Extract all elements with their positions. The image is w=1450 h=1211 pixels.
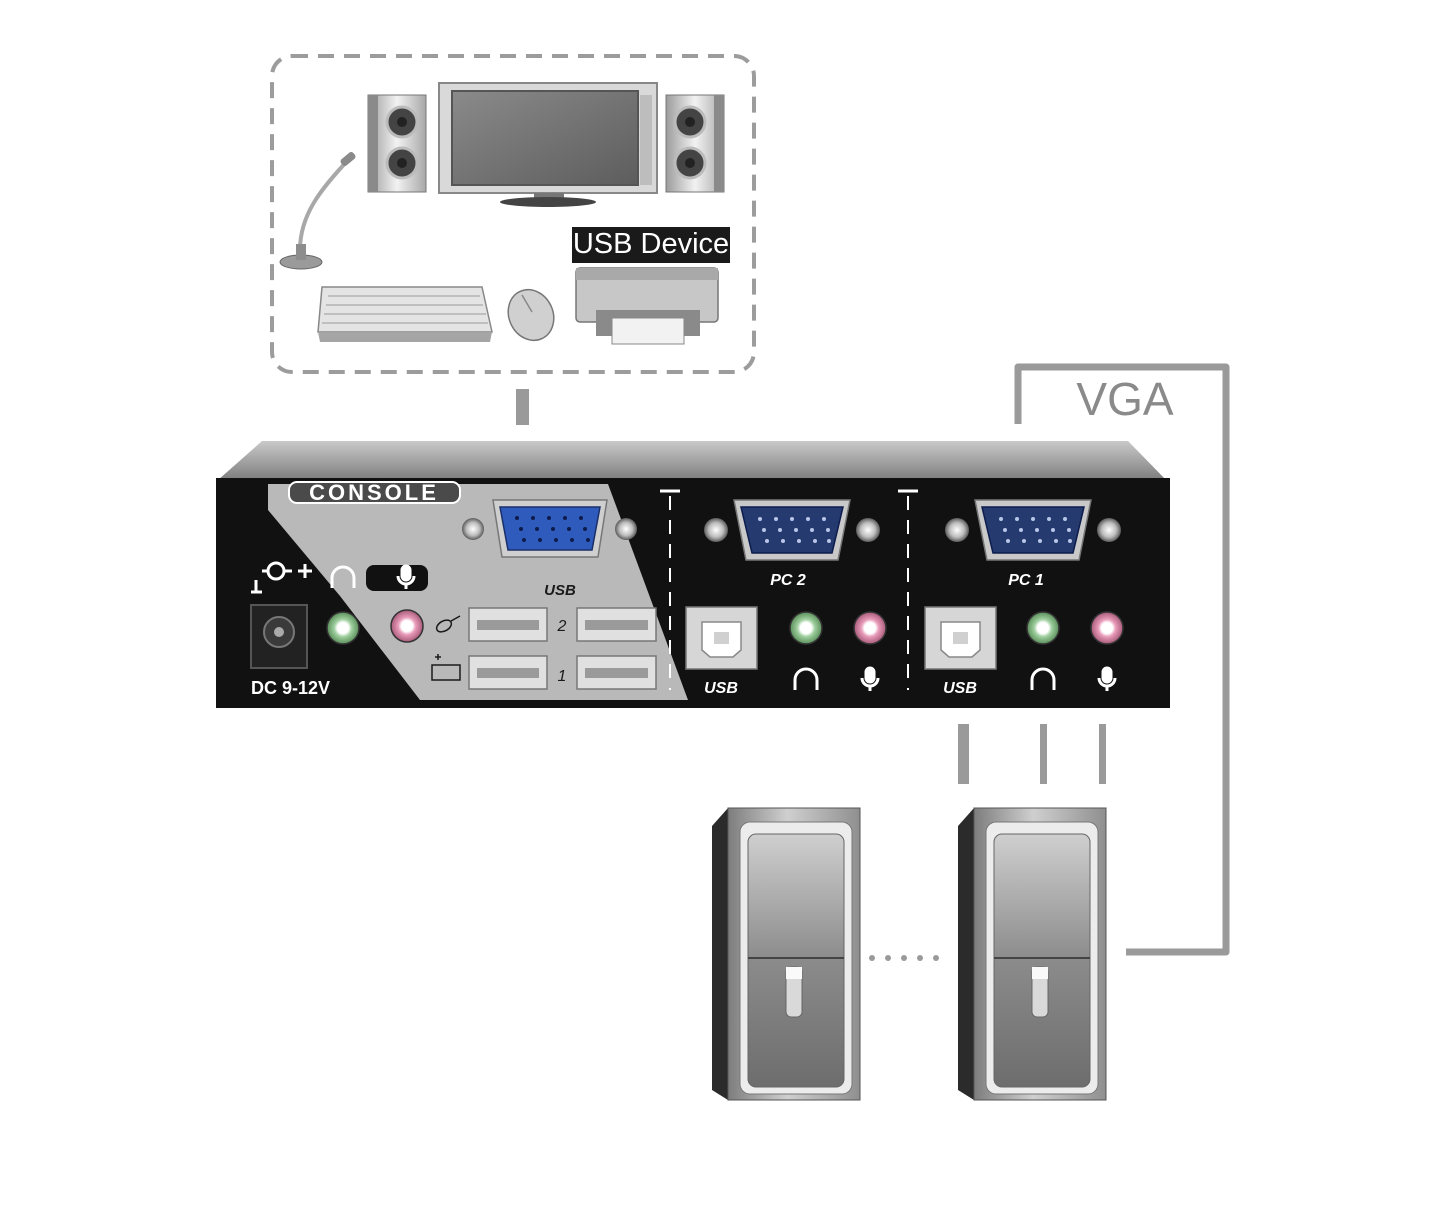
keyboard-port-icon [431, 654, 461, 681]
console-mic-port [390, 609, 424, 643]
pc1-headphone-port [1026, 611, 1060, 645]
pc2-usb-b-port [685, 606, 758, 670]
pc1-vga-port [945, 499, 1121, 561]
console-vga-port [462, 499, 637, 558]
pc2-vga-port [704, 499, 880, 561]
console-badge [288, 481, 461, 504]
pc2-headphone-port [789, 611, 823, 645]
usb-device-label: USB Device [573, 228, 729, 260]
vga-cable [1014, 363, 1230, 956]
console-usb-port-2b [576, 607, 657, 642]
console-usb-label: USB [544, 582, 576, 599]
console-headphone-port [326, 611, 360, 645]
dc-power-label: DC 9-12V [251, 678, 330, 698]
pc2-usb-label: USB [704, 680, 738, 697]
pc2-label: PC 2 [770, 572, 806, 589]
console-peripherals-box [270, 54, 756, 374]
dc-power-jack [250, 604, 308, 669]
vga-label: VGA [1076, 373, 1173, 425]
power-icon [251, 561, 312, 594]
pc1-cables [958, 724, 1106, 784]
monitor-icon [438, 82, 658, 207]
pc1-mic-port [1090, 611, 1124, 645]
printer-icon [575, 267, 719, 345]
pc1-label: PC 1 [1008, 572, 1044, 589]
pc1-usb-label: USB [943, 680, 977, 697]
keyboard-icon [317, 286, 493, 342]
console-label: CONSOLE [309, 480, 439, 505]
mouse-port-icon [435, 615, 461, 633]
usb-row-2-label: 2 [557, 618, 567, 635]
right-speaker-icon [665, 94, 725, 193]
microphone-icon [860, 666, 880, 691]
usb-row-1-label: 1 [558, 668, 567, 685]
headphone-icon [793, 667, 819, 690]
microphone-icon [279, 152, 356, 270]
computer-tower-icon [712, 807, 861, 1101]
console-usb-port-1b [576, 655, 657, 690]
pc2-mic-port [853, 611, 887, 645]
computer-tower-icon [958, 807, 1107, 1101]
left-speaker-icon [367, 94, 427, 193]
pc1-usb-b-port [924, 606, 997, 670]
headphone-icon [330, 565, 356, 588]
microphone-icon [396, 564, 416, 589]
section-divider [669, 496, 909, 690]
microphone-icon [1097, 666, 1117, 691]
tower-ellipsis [869, 955, 939, 961]
console-cable [516, 389, 529, 425]
headphone-icon [1030, 667, 1056, 690]
console-usb-port-2a [468, 607, 548, 642]
mouse-icon [507, 288, 555, 342]
console-usb-port-1a [468, 655, 548, 690]
usb-device-label-bg [572, 227, 730, 263]
